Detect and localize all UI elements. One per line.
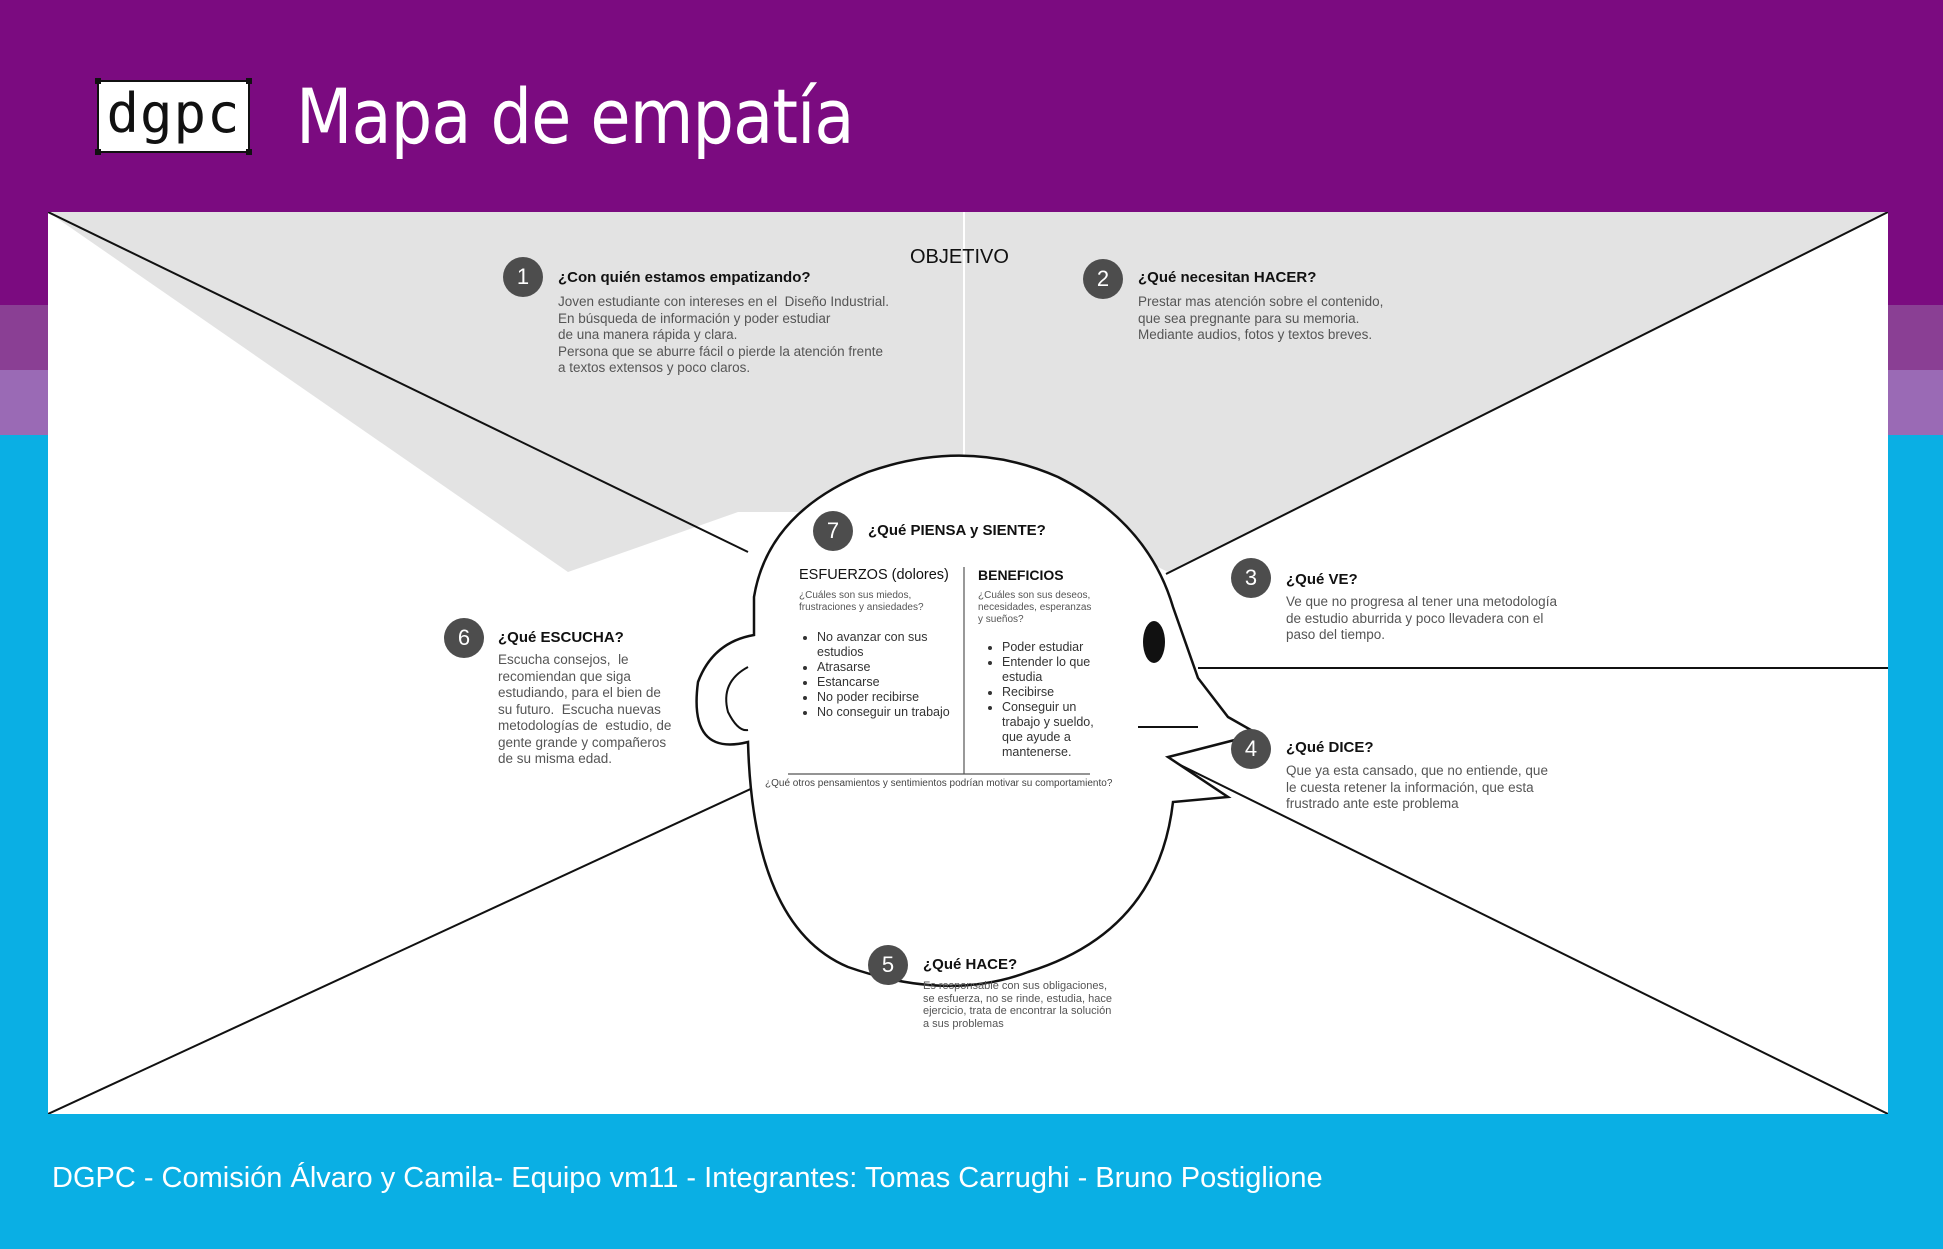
section-6-question: ¿Qué ESCUCHA? [498, 629, 624, 646]
esfuerzos-item: No conseguir un trabajo [817, 705, 967, 720]
section-4-question: ¿Qué DICE? [1286, 739, 1374, 756]
section-4-text: Que ya esta cansado, que no entiende, qu… [1286, 763, 1548, 811]
page-title: Mapa de empatía [296, 72, 854, 161]
diagonal-bottom-right [1163, 756, 1888, 1114]
logo-corner [246, 78, 252, 84]
section-5-badge: 5 [868, 945, 908, 985]
section-7-badge: 7 [813, 511, 853, 551]
section-5-question: ¿Qué HACE? [923, 956, 1018, 973]
eye-icon [1143, 621, 1165, 663]
diagonal-top-left [48, 212, 749, 553]
logo-corner [95, 149, 101, 155]
section-3-text: Ve que no progresa al tener una metodolo… [1286, 594, 1557, 642]
ear-icon [725, 666, 749, 732]
diagonal-top-right [1165, 212, 1888, 575]
esfuerzos-item: No poder recibirse [817, 690, 967, 705]
logo-text: dgpc [106, 81, 241, 145]
beneficios-title: BENEFICIOS [978, 567, 1064, 583]
section-3-question: ¿Qué VE? [1286, 571, 1358, 588]
section-3-badge: 3 [1231, 558, 1271, 598]
beneficios-item: Conseguir un trabajo y sueldo, que ayude… [1002, 700, 1114, 760]
logo-corner [95, 78, 101, 84]
empathy-map-diagram [48, 212, 1888, 1114]
esfuerzos-item: No avanzar con sus estudios [817, 630, 967, 660]
esfuerzos-item: Estancarse [817, 675, 967, 690]
section-5-text: Es responsable con sus obligaciones, se … [923, 980, 1112, 1030]
esfuerzos-subtitle: ¿Cuáles son sus miedos, frustraciones y … [799, 590, 924, 613]
section-7-bottom-question: ¿Qué otros pensamientos y sentimientos p… [765, 778, 1113, 789]
section-6-badge: 6 [444, 618, 484, 658]
beneficios-item: Recibirse [1002, 685, 1114, 700]
section-1-text: Joven estudiante con intereses en el Dis… [558, 294, 889, 375]
esfuerzos-item: Atrasarse [817, 660, 967, 675]
beneficios-item: Poder estudiar [1002, 640, 1114, 655]
empathy-map-board: OBJETIVO 1 ¿Con quién estamos empatizand… [48, 212, 1888, 1114]
objetivo-region [48, 212, 1888, 572]
esfuerzos-title: ESFUERZOS (dolores) [799, 567, 949, 583]
beneficios-list: Poder estudiarEntender lo que estudiaRec… [984, 640, 1114, 760]
section-1-question: ¿Con quién estamos empatizando? [558, 269, 811, 286]
section-2-question: ¿Qué necesitan HACER? [1138, 269, 1317, 286]
section-1-badge: 1 [503, 257, 543, 297]
beneficios-subtitle: ¿Cuáles son sus deseos, necesidades, esp… [978, 590, 1092, 625]
dgpc-logo: dgpc [95, 78, 252, 155]
beneficios-item: Entender lo que estudia [1002, 655, 1114, 685]
logo-corner [246, 149, 252, 155]
section-2-text: Prestar mas atención sobre el contenido,… [1138, 294, 1384, 342]
esfuerzos-list: No avanzar con sus estudiosAtrasarseEsta… [799, 630, 967, 720]
diagonal-bottom-left [48, 773, 784, 1114]
section-4-badge: 4 [1231, 729, 1271, 769]
section-7-question: ¿Qué PIENSA y SIENTE? [868, 522, 1046, 539]
objetivo-label: OBJETIVO [910, 246, 1009, 268]
section-2-badge: 2 [1083, 259, 1123, 299]
head-outline [695, 454, 1262, 988]
footer-credits: DGPC - Comisión Álvaro y Camila- Equipo … [52, 1162, 1323, 1194]
section-6-text: Escucha consejos, le recomiendan que sig… [498, 652, 672, 766]
